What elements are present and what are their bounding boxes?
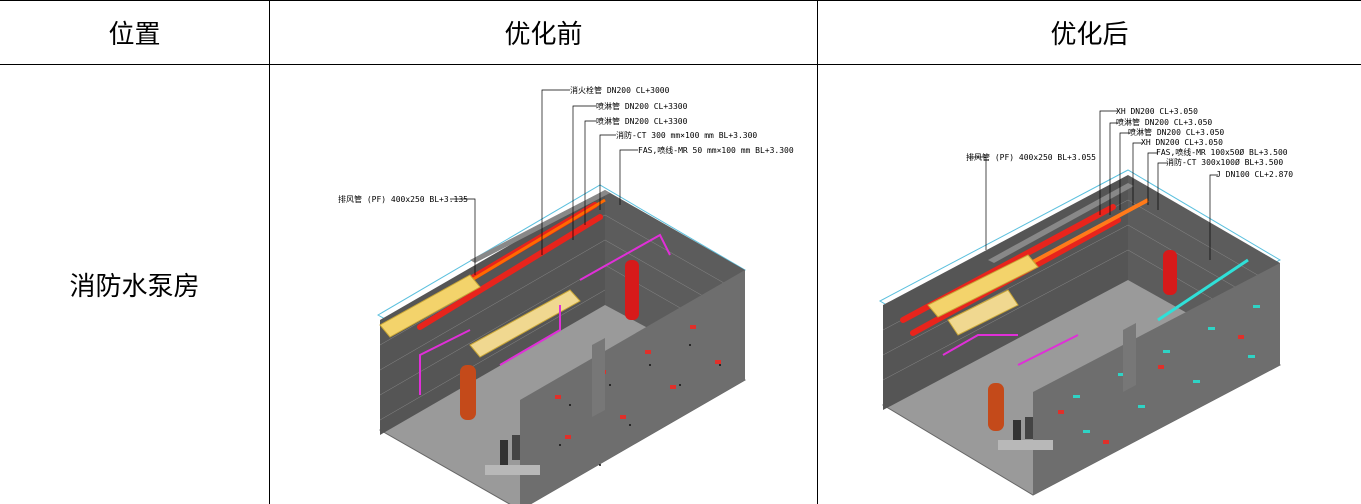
column-divider-1 [269, 0, 270, 504]
before-label-5: FAS,喷线-MR 50 mm×100 mm BL+3.300 [638, 145, 794, 155]
header-before: 优化前 [504, 19, 583, 50]
after-label-4: XH DN200 CL+3.050 [1141, 138, 1223, 147]
header-location: 位置 [108, 19, 161, 50]
after-label-8: 排风管 (PF) 400x250 BL+3.055 [966, 152, 1096, 162]
after-label-6: 消防-CT 300x100Ø BL+3.500 [1166, 157, 1283, 167]
before-label-4: 消防-CT 300 mm×100 mm BL+3.300 [616, 130, 757, 140]
location-cell: 消防水泵房 [69, 272, 200, 302]
after-label-7: J DN100 CL+2.870 [1216, 170, 1293, 179]
before-label-2: 喷淋管 DN200 CL+3300 [596, 101, 688, 111]
before-label-1: 消火栓管 DN200 CL+3000 [570, 85, 670, 95]
before-label-6: 排风管 (PF) 400x250 BL+3.135 [338, 194, 468, 204]
header-divider [0, 64, 1361, 65]
after-label-2: 喷淋管 DN200 CL+3.050 [1116, 117, 1212, 127]
after-label-3: 喷淋管 DN200 CL+3.050 [1128, 127, 1224, 137]
before-model-image: 消火栓管 DN200 CL+3000 喷淋管 DN200 CL+3300 喷淋管… [338, 85, 794, 504]
column-divider-2 [817, 0, 818, 504]
header-after: 优化后 [1050, 19, 1129, 50]
after-label-5: FAS,喷线-MR 100x50Ø BL+3.500 [1156, 147, 1288, 157]
after-label-1: XH DN200 CL+3.050 [1116, 107, 1198, 116]
after-model-image: XH DN200 CL+3.050 喷淋管 DN200 CL+3.050 喷淋管… [878, 107, 1293, 496]
before-label-3: 喷淋管 DN200 CL+3300 [596, 116, 688, 126]
table-top-border [0, 0, 1361, 1]
